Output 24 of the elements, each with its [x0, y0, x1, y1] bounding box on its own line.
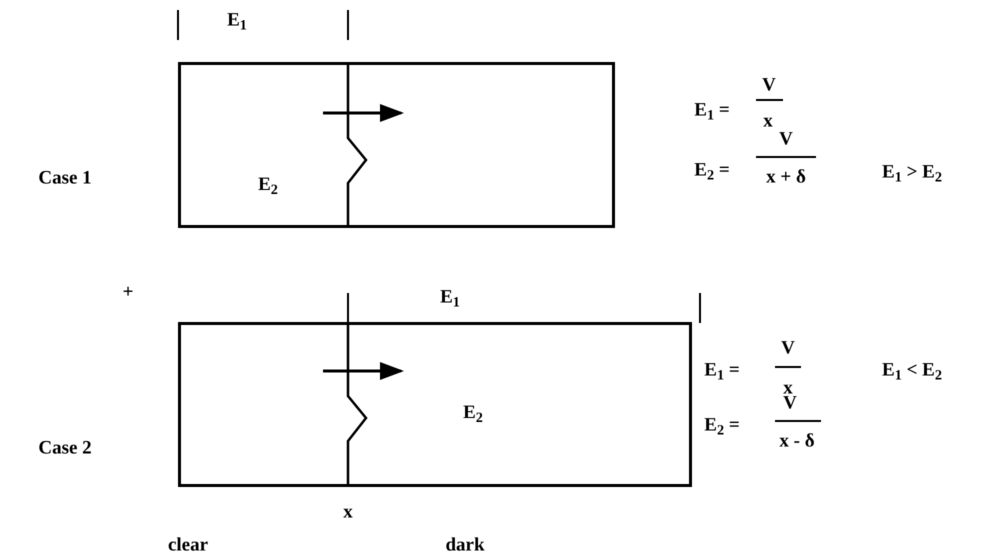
plus-sign: +	[122, 282, 134, 302]
numerator: V	[781, 338, 795, 358]
field-label: E$_{2}$	[463, 400, 483, 428]
case-label: Case 2	[38, 438, 92, 458]
equation-term: E$_{1}$ =	[694, 100, 730, 120]
case-label: Case 1	[38, 168, 92, 188]
field-label: E$_{1}$	[227, 10, 247, 30]
field-label: E$_{2}$	[258, 172, 278, 200]
position-label: x	[343, 502, 353, 522]
numerator: V	[762, 76, 776, 94]
denominator: x	[763, 112, 773, 130]
equation-term: E$_{1}$ =	[704, 360, 740, 380]
panel-box	[178, 322, 692, 487]
denominator: x - δ	[779, 432, 815, 450]
denominator: x + δ	[766, 168, 806, 186]
inequality: E$_{1}$ > E$_{2}$	[882, 162, 942, 182]
inequality: E$_{1}$ < E$_{2}$	[882, 360, 942, 380]
equation-term: E$_{2}$ =	[704, 416, 740, 434]
region-label: dark	[445, 536, 485, 554]
region-label: clear	[168, 536, 208, 554]
equation-term: E$_{2}$ =	[694, 160, 730, 180]
numerator: V	[779, 130, 793, 148]
field-label: E$_{1}$	[440, 288, 460, 306]
panel-box	[178, 62, 615, 228]
